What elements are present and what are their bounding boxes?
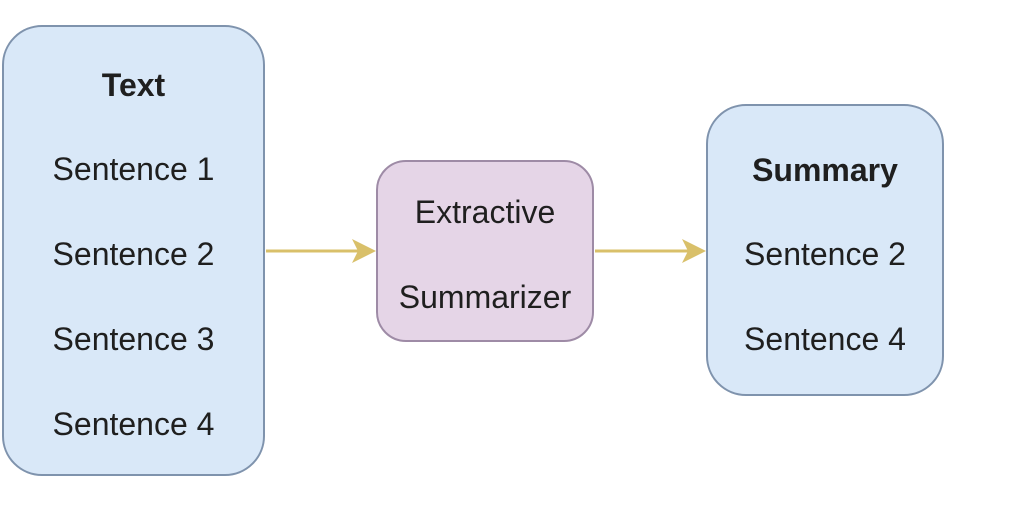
text-sentence-3: Sentence 3 xyxy=(52,321,215,357)
summary-box-title: Summary xyxy=(752,152,898,188)
text-box-title: Text xyxy=(101,67,166,103)
summary-sentence-4: Sentence 4 xyxy=(744,321,906,357)
summarizer-line-2: Summarizer xyxy=(398,279,572,315)
text-box: Text Sentence 1 Sentence 2 Sentence 3 Se… xyxy=(2,25,265,476)
text-sentence-2: Sentence 2 xyxy=(52,236,215,272)
summarizer-line-1: Extractive xyxy=(414,194,556,230)
arrow-summarizer-to-summary xyxy=(595,239,706,263)
summary-box: Summary Sentence 2 Sentence 4 xyxy=(706,104,944,396)
text-sentence-1: Sentence 1 xyxy=(52,151,215,187)
summarizer-box: Extractive Summarizer xyxy=(376,160,594,342)
arrow-text-to-summarizer xyxy=(266,239,376,263)
summary-sentence-2: Sentence 2 xyxy=(744,236,906,272)
text-sentence-4: Sentence 4 xyxy=(52,406,215,442)
